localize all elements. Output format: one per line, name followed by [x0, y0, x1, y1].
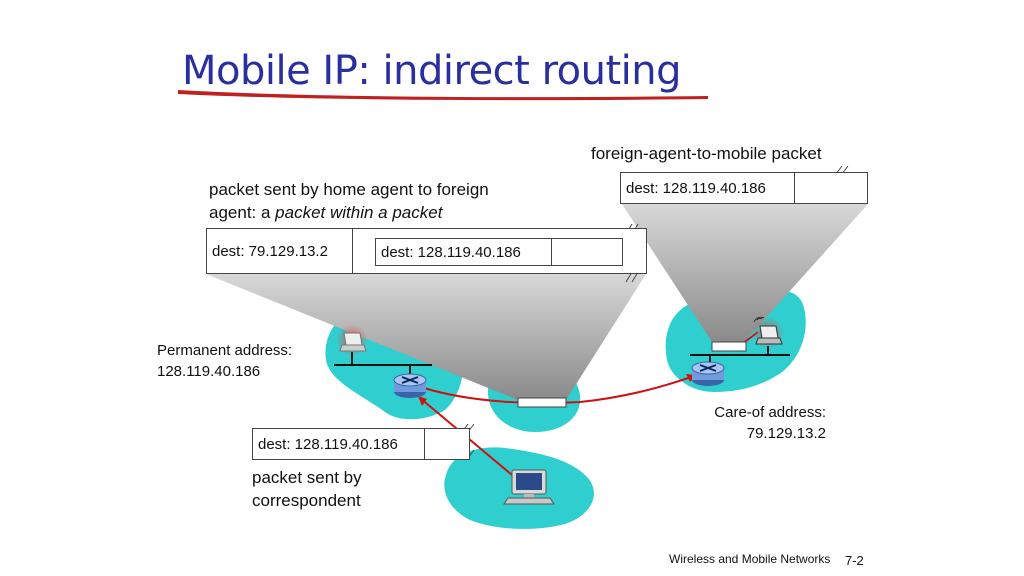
- delivery-beam: [622, 204, 868, 342]
- care-of-address-label: Care-of address: 79.129.13.2: [700, 402, 826, 444]
- permanent-address-value: 128.119.40.186: [157, 363, 261, 380]
- page-title: Mobile IP: indirect routing: [182, 48, 682, 94]
- outer-dest: dest: 79.129.13.2: [207, 229, 353, 273]
- correspondent-label-line1: packet sent by: [252, 468, 362, 487]
- tunnel-entry-box: [517, 397, 567, 408]
- foreign-agent-to-mobile-label: foreign-agent-to-mobile packet: [591, 144, 822, 163]
- correspondent-computer-icon: [503, 469, 555, 505]
- route-home-to-foreign: [423, 375, 695, 405]
- title-underline: [178, 90, 708, 101]
- correspondent-packet: dest: 128.119.40.186: [252, 428, 470, 460]
- inner-dest: dest: 128.119.40.186: [376, 239, 552, 265]
- home-agent-label-line1: packet sent by home agent to foreign: [209, 180, 489, 199]
- tunnel-beam: [206, 274, 646, 400]
- care-of-address-value: 79.129.13.2: [746, 425, 826, 442]
- home-agent-packet-label: packet sent by home agent to foreign age…: [209, 178, 489, 224]
- home-laptop-icon: [336, 324, 368, 356]
- footer-page-number: 7-2: [845, 553, 864, 568]
- permanent-address-title: Permanent address:: [157, 342, 293, 359]
- correspondent-label-line2: correspondent: [252, 491, 361, 510]
- home-agent-label-italic: packet within a packet: [275, 203, 443, 222]
- home-router-icon: [393, 373, 427, 398]
- route-arrowhead-home: [418, 396, 427, 406]
- foreign-router-icon: [691, 361, 725, 386]
- foreign-to-mobile-packet: dest: 128.119.40.186: [620, 172, 868, 204]
- correspondent-packet-label: packet sent by correspondent: [252, 466, 362, 512]
- foreign-agent-box: [711, 341, 747, 352]
- encapsulated-packet: dest: 79.129.13.2 dest: 128.119.40.186: [206, 228, 647, 274]
- permanent-address-label: Permanent address: 128.119.40.186: [157, 340, 292, 382]
- mobile-laptop-icon: [752, 316, 784, 349]
- home-agent-label-line2: agent: a packet within a packet: [209, 201, 489, 224]
- correspondent-dest: dest: 128.119.40.186: [253, 429, 425, 459]
- footer-course: Wireless and Mobile Networks: [669, 552, 831, 566]
- inner-packet: dest: 128.119.40.186: [375, 238, 623, 266]
- home-agent-label-prefix: agent: a: [209, 203, 276, 222]
- care-of-address-title: Care-of address:: [714, 404, 826, 421]
- foreign-to-mobile-dest: dest: 128.119.40.186: [621, 173, 795, 203]
